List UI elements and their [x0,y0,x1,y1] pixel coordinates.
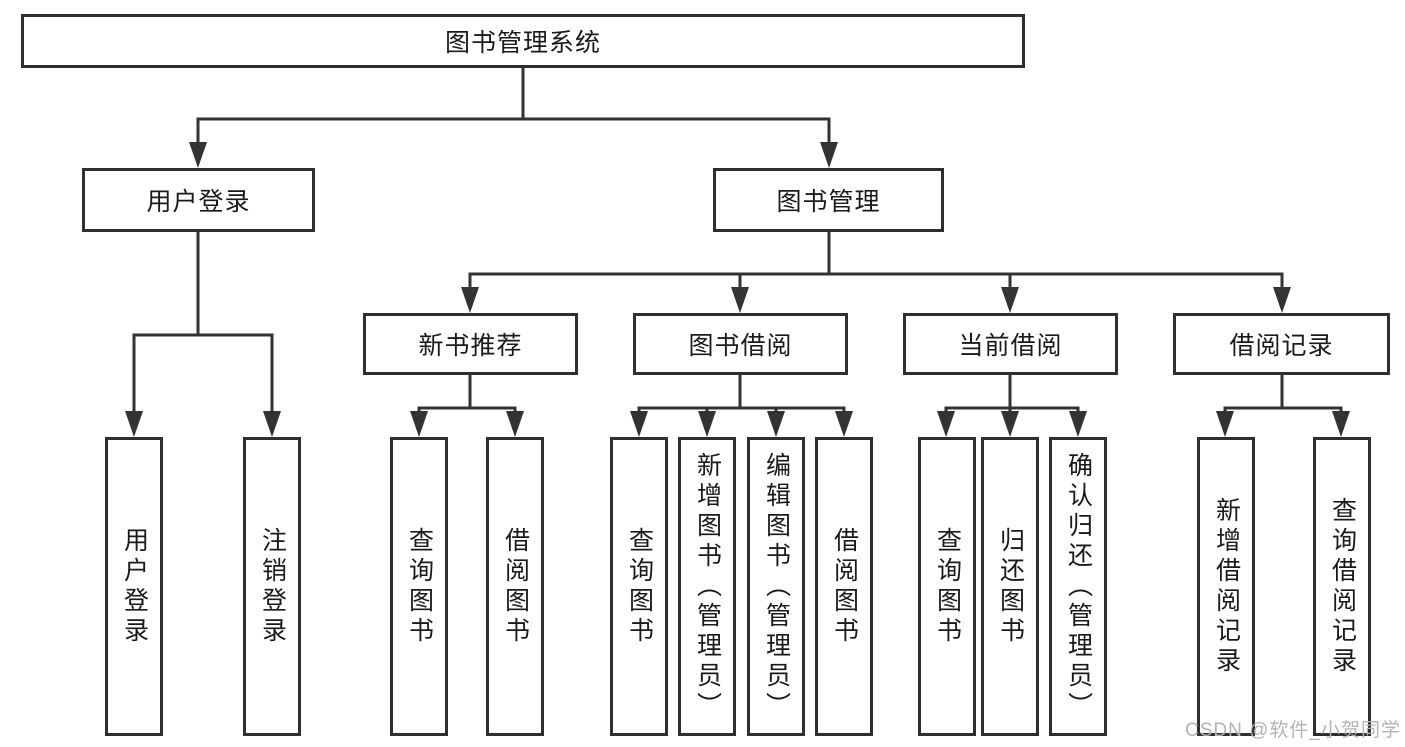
node-label: 查询借阅记录 [1328,496,1357,677]
node-new-book-recommend: 新书推荐 [363,313,578,375]
node-leaf-add-borrow-record: 新增借阅记录 [1197,437,1255,736]
node-label: 注销登录 [258,526,287,647]
node-label: 归还图书 [996,526,1025,647]
node-leaf-edit-books-admin: 编辑图书（管理员） [747,437,805,736]
node-label: 用户登录 [146,188,251,216]
node-label: 当前借阅 [958,332,1063,360]
node-leaf-borrow-books: 借阅图书 [815,437,873,736]
node-user-login-branch: 用户登录 [82,168,315,232]
node-leaf-return-books: 归还图书 [981,437,1039,736]
node-label: 用户登录 [120,526,149,647]
node-leaf-recommend-borrow-books: 借阅图书 [486,437,544,736]
node-library-management-system: 图书管理系统 [21,14,1025,68]
node-leaf-query-borrow-record: 查询借阅记录 [1313,437,1371,736]
node-label: 借阅图书 [501,526,530,647]
node-leaf-logout: 注销登录 [243,437,301,736]
node-leaf-recommend-query-books: 查询图书 [390,437,448,736]
node-label: 图书借阅 [688,332,793,360]
node-label: 编辑图书（管理员） [762,451,791,722]
node-label: 新增图书（管理员） [693,451,722,722]
node-label: 图书管理 [776,188,881,216]
node-label: 查询图书 [933,526,962,647]
node-label: 新增借阅记录 [1212,496,1241,677]
node-leaf-confirm-return-admin: 确认归还（管理员） [1049,437,1107,736]
node-label: 确认归还（管理员） [1064,451,1093,722]
node-label: 查询图书 [625,526,654,647]
node-leaf-user-login: 用户登录 [105,437,163,736]
node-leaf-add-books-admin: 新增图书（管理员） [678,437,736,736]
node-book-borrow: 图书借阅 [633,313,848,375]
node-borrow-records: 借阅记录 [1173,313,1390,375]
node-leaf-borrow-query-books: 查询图书 [610,437,668,736]
node-label: 查询图书 [405,526,434,647]
node-book-management-branch: 图书管理 [713,168,944,232]
node-label: 借阅图书 [830,526,859,647]
node-label: 图书管理系统 [444,29,601,57]
node-current-borrow: 当前借阅 [903,313,1118,375]
node-label: 新书推荐 [418,332,523,360]
node-leaf-current-query-books: 查询图书 [918,437,976,736]
csdn-watermark: CSDN @软件_小贺同学 [1185,720,1401,741]
node-label: 借阅记录 [1229,332,1334,360]
